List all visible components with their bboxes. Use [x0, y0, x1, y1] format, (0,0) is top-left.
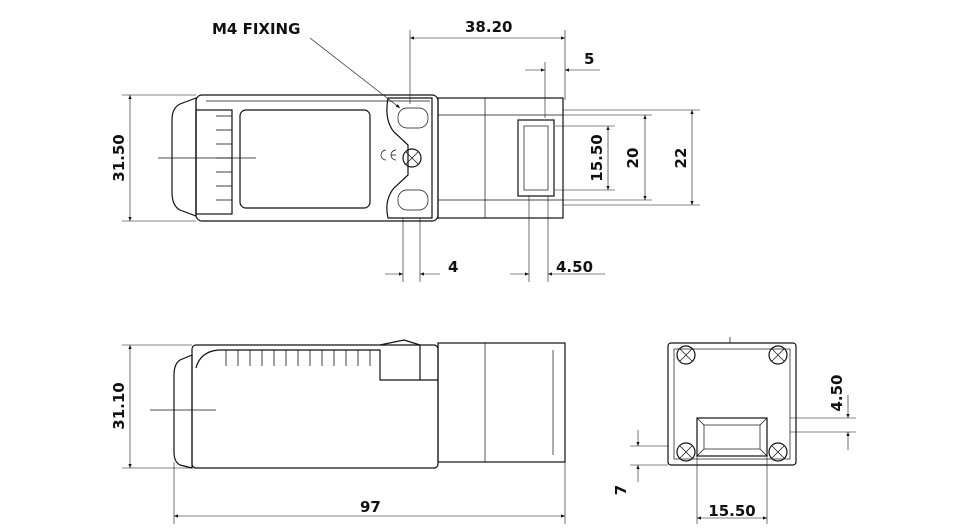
screw-icon — [768, 442, 788, 462]
end-view-dimensions — [630, 395, 856, 524]
screw-icon — [768, 345, 788, 365]
cover-ridges — [225, 350, 371, 366]
top-view — [158, 94, 564, 222]
side-view — [150, 339, 566, 469]
dim-slot-span: 20 — [624, 148, 642, 169]
top-view-dimensions — [122, 30, 700, 282]
dim-slot-offset: 4.50 — [556, 258, 593, 276]
side-view-dimensions — [122, 344, 566, 524]
dim-length-top: 38.20 — [465, 18, 512, 36]
end-view — [667, 337, 797, 466]
ce-mark-icon — [380, 149, 397, 161]
callout-m4-fixing: M4 FIXING — [212, 20, 300, 38]
dim-end-bottom-offset: 7 — [612, 485, 630, 495]
screw-icon — [676, 345, 696, 365]
dim-head-height: 22 — [672, 148, 690, 169]
dim-offset-top: 5 — [584, 50, 594, 68]
dim-end-slot-width: 15.50 — [708, 502, 755, 520]
screw-icon — [402, 148, 422, 168]
dim-overall-length: 97 — [360, 498, 381, 516]
screw-icon — [676, 442, 696, 462]
dim-slot-height: 15.50 — [588, 134, 606, 181]
dim-height-total: 31.50 — [110, 134, 128, 181]
dim-side-height: 31.10 — [110, 382, 128, 429]
dim-end-slot-offset: 4.50 — [828, 374, 846, 411]
dim-hole-offset: 4 — [448, 258, 458, 276]
